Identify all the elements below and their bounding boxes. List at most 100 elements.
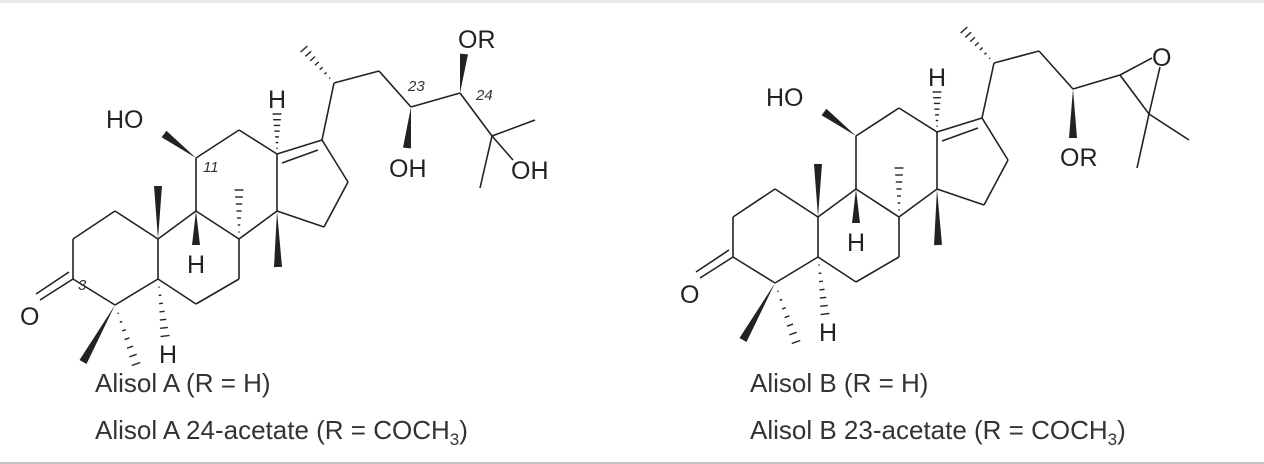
label-o-3: O (680, 281, 699, 309)
bond (817, 256, 857, 283)
caption-line-2: Alisol A 24-acetate (R = COCH3) (95, 407, 468, 463)
bond (855, 107, 900, 137)
wedge-bond (814, 164, 822, 217)
number-c3: 3 (78, 277, 87, 294)
bond (981, 62, 995, 119)
bond (695, 249, 730, 273)
bond (410, 92, 461, 108)
bond (1119, 74, 1150, 115)
wedge-bond (852, 189, 860, 223)
hash-bond (820, 312, 830, 316)
hash-bond (324, 71, 327, 75)
bond (39, 278, 74, 301)
alisol-a-structure (35, 45, 536, 367)
hash-bond (121, 328, 127, 332)
bond (321, 139, 349, 183)
hash-bond (319, 66, 324, 71)
wedge-bond (1069, 89, 1077, 138)
label-oh-23: OH (389, 155, 427, 183)
number-c11: 11 (203, 159, 219, 176)
label-h-5: H (159, 341, 177, 369)
caption-line-2: Alisol B 23-acetate (R = COCH3) (750, 407, 1126, 463)
bond (1136, 113, 1150, 169)
bond (323, 181, 349, 228)
label-h-5: H (819, 319, 837, 347)
label-oh-25: OH (511, 157, 549, 185)
wedge-bond (274, 211, 282, 268)
bond (114, 278, 159, 306)
bond (459, 92, 493, 137)
bond (321, 82, 335, 141)
hash-bond (314, 61, 320, 66)
hash-bond (781, 306, 787, 310)
bond (1072, 74, 1121, 90)
bond (114, 210, 159, 240)
hash-bond (984, 52, 987, 55)
label-h-13: H (928, 64, 946, 92)
bond (281, 149, 319, 164)
bond (941, 127, 979, 142)
label-h-13: H (268, 86, 286, 114)
hash-bond (126, 345, 134, 349)
bond (276, 139, 323, 155)
wedge-bond (821, 108, 856, 136)
hash-bond (791, 339, 801, 345)
wedge-bond (460, 53, 468, 93)
label-ho-11: HO (106, 106, 144, 134)
caption-alisol-b: Alisol B (R = H) Alisol B 23-acetate (R … (750, 360, 1126, 463)
bond (491, 119, 536, 137)
bond (993, 50, 1040, 64)
label-h-9: H (847, 229, 865, 257)
label-ho-11: HO (766, 84, 804, 112)
bond (276, 210, 325, 228)
hash-bond (960, 26, 968, 34)
bond (195, 129, 240, 159)
bond (195, 278, 240, 305)
caption-subscript: 3 (449, 430, 460, 450)
wedge-bond (739, 283, 775, 342)
bond (157, 210, 197, 240)
bond (774, 188, 819, 218)
bond (238, 129, 278, 155)
bond (699, 256, 734, 279)
hash-bond (304, 50, 312, 57)
label-or-24: OR (458, 26, 496, 54)
hash-bond (969, 36, 976, 43)
hash-bond (159, 318, 167, 321)
hash-bond (820, 304, 828, 308)
caption-subscript: 3 (1107, 430, 1118, 450)
hash-bond (309, 56, 316, 62)
hash-bond (988, 57, 991, 60)
hash-bond (789, 331, 797, 336)
hash-bond (779, 298, 783, 301)
wedge-bond (934, 189, 942, 246)
caption-line-1: Alisol B (R = H) (750, 368, 929, 398)
wedge-bond (154, 186, 162, 239)
bond (1148, 66, 1161, 115)
hash-bond (131, 361, 141, 367)
bond (774, 256, 819, 284)
bond (1119, 57, 1153, 76)
hash-bond (160, 334, 170, 338)
hash-bond (974, 41, 980, 47)
bond (378, 70, 412, 108)
label-o-3: O (20, 303, 39, 331)
label-h-9: H (187, 251, 205, 279)
hash-bond (328, 77, 331, 80)
hash-bond (964, 31, 972, 38)
bond (491, 135, 514, 161)
hash-bond (129, 353, 137, 358)
hash-bond (786, 323, 794, 327)
caption-alisol-a: Alisol A (R = H) Alisol A 24-acetate (R … (95, 360, 468, 463)
hash-bond (979, 47, 984, 51)
bond (72, 278, 116, 306)
caption-suffix: ) (1117, 415, 1126, 445)
bond (1148, 113, 1190, 141)
hash-bond (124, 337, 130, 341)
hash-bond (784, 315, 790, 319)
hash-bond (819, 288, 825, 291)
bond (817, 188, 857, 218)
alisol-b-structure (695, 26, 1190, 345)
bond (238, 210, 278, 240)
